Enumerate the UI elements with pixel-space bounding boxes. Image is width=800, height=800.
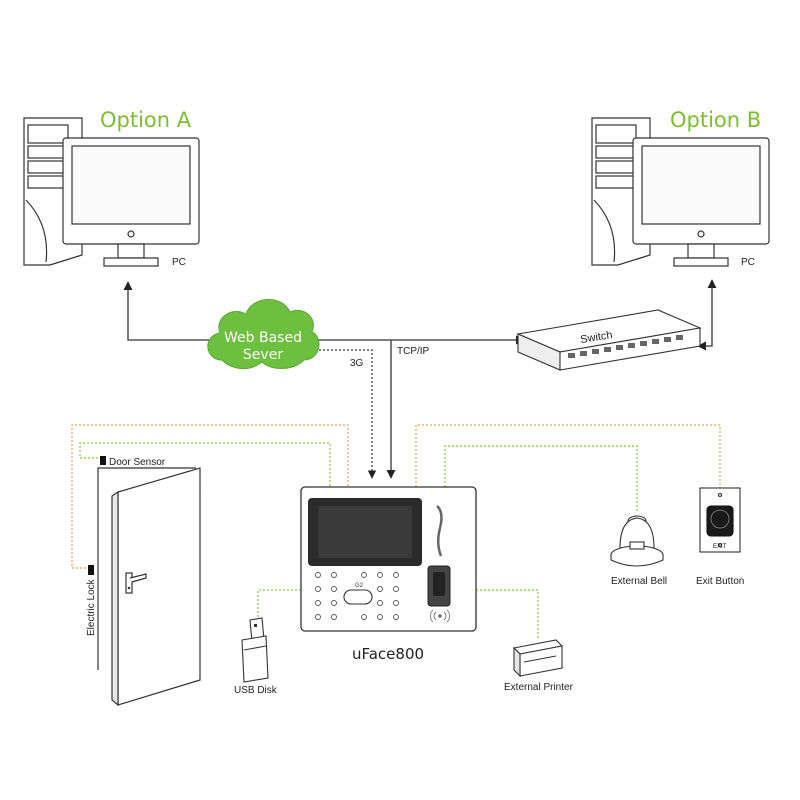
rfid-icon — [429, 609, 451, 623]
fingerprint-sensor-icon — [427, 565, 451, 607]
network-switch: Switch — [516, 309, 702, 371]
computer-option-a: Option A PC — [23, 108, 200, 268]
door-handle-icon — [125, 572, 147, 594]
pc-a-label: PC — [172, 257, 186, 268]
switch-label: Switch — [579, 329, 613, 346]
wire-electric-lock — [71, 424, 349, 569]
device-name: uFace800 — [352, 645, 424, 663]
camera-window-icon — [436, 505, 443, 557]
exit-button-icon: EXIT Exit Button — [696, 487, 744, 587]
usb-disk-icon: USB Disk — [234, 617, 278, 696]
electric-lock-marker — [88, 565, 94, 575]
exit-button-label: Exit Button — [696, 576, 744, 587]
option-b-title: Option B — [670, 108, 761, 132]
connection-lines — [71, 279, 721, 640]
monitor-icon — [632, 137, 770, 267]
link-switch-pc-b — [697, 279, 717, 351]
external-printer-icon: External Printer — [504, 639, 574, 693]
usb-disk-label: USB Disk — [234, 685, 278, 696]
wire-door-sensor — [79, 442, 331, 487]
wire-usb-disk — [257, 589, 301, 620]
exit-button-face: EXIT — [713, 544, 727, 550]
link-3g — [315, 349, 377, 479]
external-bell-icon: External Bell — [610, 515, 667, 587]
cloud-label-line2: Sever — [243, 347, 283, 363]
keypad — [315, 572, 399, 620]
electric-lock-label: Electric Lock — [86, 578, 97, 636]
wire-external-printer — [476, 589, 539, 640]
door: Door Sensor Electric Lock — [86, 456, 201, 707]
model-mark: G2 — [355, 583, 364, 589]
monitor-icon — [62, 137, 200, 267]
door-sensor-label: Door Sensor — [109, 457, 166, 468]
uface800-terminal: G2 uFace800 — [300, 486, 477, 663]
link-tcpip-label: TCP/IP — [397, 346, 430, 357]
computer-option-b: Option B PC — [591, 108, 770, 268]
wire-exit-button — [415, 424, 721, 488]
external-bell-label: External Bell — [611, 576, 667, 587]
door-sensor-marker — [100, 456, 106, 465]
option-a-title: Option A — [100, 108, 192, 132]
link-3g-label: 3G — [350, 358, 364, 369]
cloud-icon: Web Based Sever — [207, 299, 320, 369]
wire-external-bell — [444, 445, 638, 513]
cloud-label-line1: Web Based — [224, 330, 302, 346]
switch-ports — [568, 335, 683, 358]
link-pc-a-cloud — [123, 281, 214, 341]
pc-b-label: PC — [741, 257, 755, 268]
external-printer-label: External Printer — [504, 682, 574, 693]
